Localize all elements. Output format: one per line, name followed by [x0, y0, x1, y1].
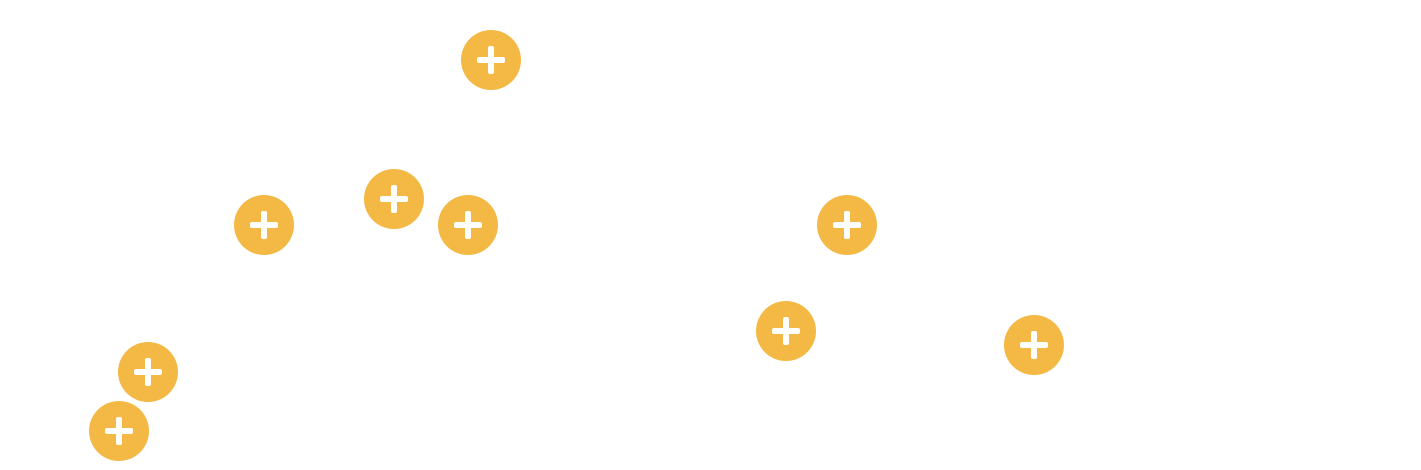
hotspot-button[interactable] [461, 30, 521, 90]
hotspot-button[interactable] [1004, 315, 1064, 375]
plus-icon [477, 46, 505, 74]
hotspot-button[interactable] [234, 195, 294, 255]
plus-icon [105, 417, 133, 445]
hotspot-button[interactable] [89, 401, 149, 461]
plus-icon [250, 211, 278, 239]
plus-icon [1020, 331, 1048, 359]
plus-icon [134, 358, 162, 386]
plus-icon [772, 317, 800, 345]
plus-icon [833, 211, 861, 239]
plus-icon [454, 211, 482, 239]
hotspot-button[interactable] [364, 169, 424, 229]
hotspot-button[interactable] [118, 342, 178, 402]
hotspot-button[interactable] [756, 301, 816, 361]
hotspot-button[interactable] [438, 195, 498, 255]
plus-icon [380, 185, 408, 213]
hotspot-button[interactable] [817, 195, 877, 255]
